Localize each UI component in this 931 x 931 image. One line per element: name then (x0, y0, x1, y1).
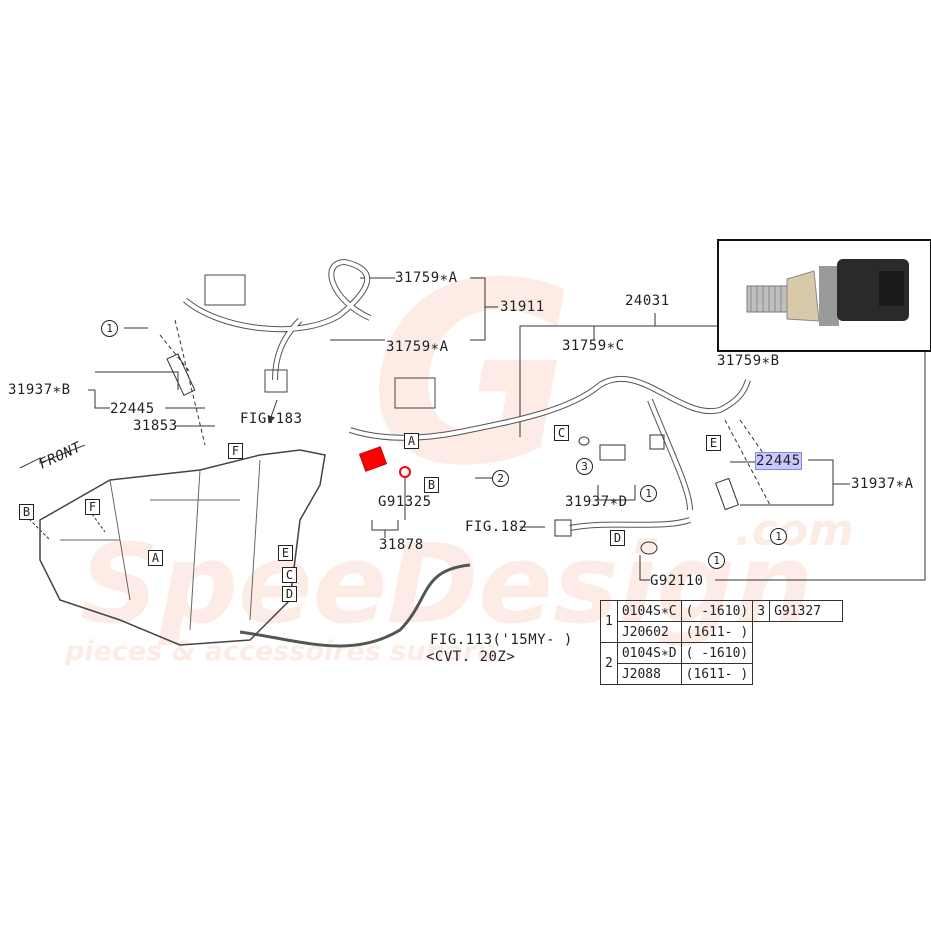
ref-box-e-trans: E (278, 545, 293, 561)
part-label-g92110[interactable]: G92110 (650, 573, 704, 589)
part-label-31759b[interactable]: 31759∗B (717, 353, 780, 369)
part-label-31759c[interactable]: 31759∗C (562, 338, 625, 354)
table-row: J20602 (1611- ) (601, 621, 843, 643)
ref-box-b: B (424, 477, 439, 493)
ref-circle-1: 1 (770, 528, 787, 545)
product-photo-oil-pressure-switch (717, 239, 931, 352)
part-label-31853[interactable]: 31853 (133, 418, 178, 434)
ref-circle-3: 3 (576, 458, 593, 475)
watermark-logo: G (370, 229, 576, 520)
part-label-31937b[interactable]: 31937∗B (8, 382, 71, 398)
leader-31878 (371, 478, 406, 538)
part-label-31937a[interactable]: 31937∗A (851, 476, 914, 492)
ref-circle-2: 2 (492, 470, 509, 487)
ref-circle-1: 1 (708, 552, 725, 569)
range-cell: ( -1610) (680, 642, 754, 664)
ref-box-b-trans: B (19, 504, 34, 520)
part-label-31937d[interactable]: 31937∗D (565, 494, 628, 510)
table-row: J2088 (1611- ) (601, 663, 843, 685)
highlighted-sensor-31878 (358, 446, 388, 472)
ref-box-d-trans: D (282, 586, 297, 602)
part-cell[interactable]: G91327 (769, 600, 844, 622)
part-label-31878[interactable]: 31878 (379, 537, 424, 553)
ref-cell: 1 (600, 600, 618, 643)
fig-link-183[interactable]: FIG.183 (240, 411, 303, 427)
leader-31937b (88, 371, 179, 409)
part-cell[interactable]: 0104S∗C (616, 600, 682, 622)
part-label-22445-right-highlighted[interactable]: 22445 (755, 452, 802, 470)
leader-31937a (730, 459, 850, 506)
fig-link-113[interactable]: FIG.113('15MY- ) (430, 632, 573, 648)
ref-cell: 2 (600, 642, 618, 685)
ref-box-c: C (554, 425, 569, 441)
ref-circle-1: 1 (101, 320, 118, 337)
part-cell[interactable]: 0104S∗D (616, 642, 682, 664)
bolt-reference-table: 1 0104S∗C ( -1610) 3 G91327 J20602 (1611… (600, 600, 844, 685)
part-label-31759a-bottom[interactable]: 31759∗A (386, 339, 449, 355)
part-cell[interactable]: J20602 (616, 621, 682, 643)
fig-113-note: <CVT. 20Z> (426, 649, 516, 665)
ref-box-a: A (404, 433, 419, 449)
ref-box-e: E (706, 435, 721, 451)
part-label-31759a-top[interactable]: 31759∗A (395, 270, 458, 286)
ref-box-c-trans: C (282, 567, 297, 583)
ref-box-f: F (228, 443, 243, 459)
range-cell: (1611- ) (680, 621, 754, 643)
ref-circle-1: 1 (640, 485, 657, 502)
part-cell[interactable]: J2088 (616, 663, 682, 685)
watermark-tagline: pieces & accessoires subaru (65, 636, 496, 667)
table-row: 1 0104S∗C ( -1610) 3 G91327 (600, 600, 844, 643)
ref-cell: 3 (752, 600, 771, 622)
leader-24031 (519, 313, 718, 437)
part-label-31911[interactable]: 31911 (500, 299, 545, 315)
leader-31937d (597, 485, 636, 501)
part-label-24031[interactable]: 24031 (625, 293, 670, 309)
watermark-domain: .com (735, 505, 854, 556)
range-cell: ( -1610) (680, 600, 754, 622)
ref-box-d: D (610, 530, 625, 546)
fig-link-182[interactable]: FIG.182 (465, 519, 528, 535)
ref-box-a-trans: A (148, 550, 163, 566)
table-row: 2 0104S∗D ( -1610) (600, 642, 843, 685)
part-label-22445-left[interactable]: 22445 (110, 401, 155, 417)
ref-box-f-trans: F (85, 499, 100, 515)
range-cell: (1611- ) (680, 663, 754, 685)
leader-22445-31853 (165, 407, 215, 427)
leader-31911 (330, 277, 498, 341)
part-label-g91325[interactable]: G91325 (378, 494, 432, 510)
